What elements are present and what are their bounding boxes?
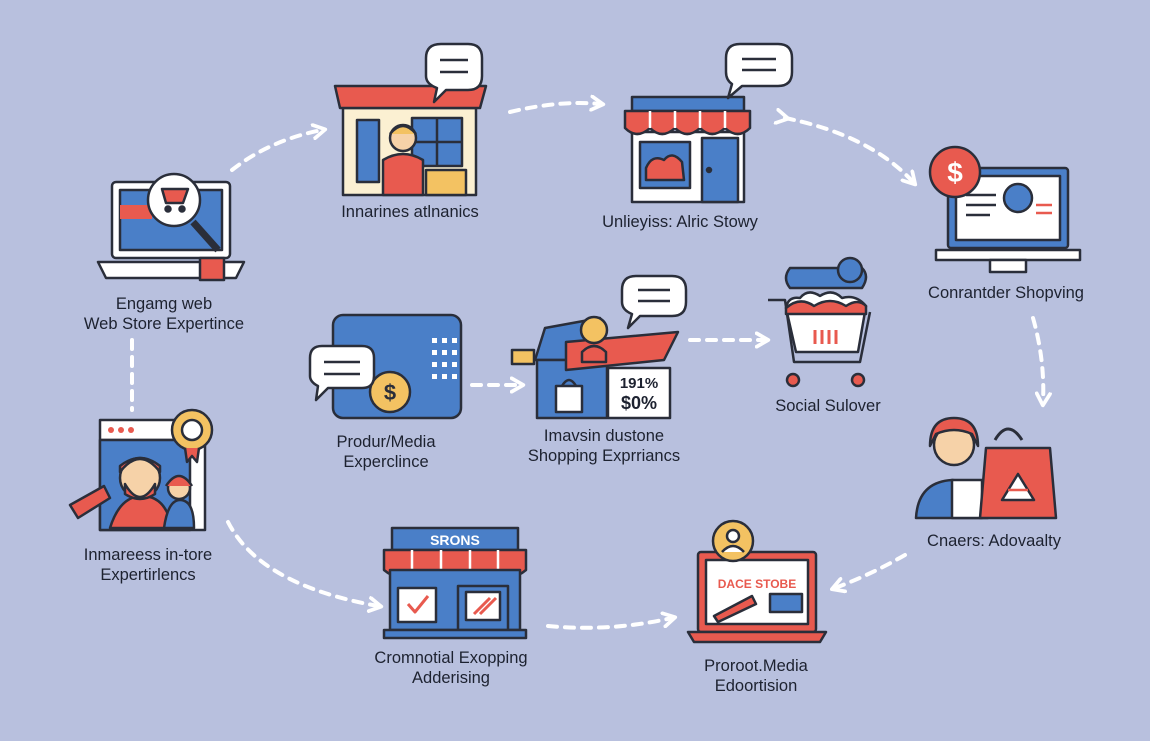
promo-sign-text: SRONS: [430, 532, 480, 548]
label-line: Web Store Expertince: [83, 315, 245, 333]
discount-top-text: 191%: [620, 375, 658, 392]
media-coin-symbol: $: [384, 380, 396, 405]
label-storefront-staff: Innarines atlnanics: [304, 202, 516, 222]
label-line: Conrantder Shopving: [928, 284, 1084, 302]
label-line: Expertirlencs: [100, 566, 196, 584]
ad-banner-text: DACE STOBE: [718, 577, 796, 591]
shopping-cart-icon: [768, 256, 872, 388]
label-line: Cromnotial Exopping: [374, 649, 528, 667]
arrow-storefront-to-awning: [508, 103, 600, 114]
label-line: Experclince: [343, 453, 429, 471]
label-social-cart: Social Sulover: [722, 396, 934, 416]
awning-shop-icon: [623, 42, 794, 204]
label-line: Inmareess in-tore: [83, 546, 213, 564]
label-product-media-ad: Proroot.Media Edoortision: [650, 656, 862, 696]
dollar-symbol: $: [947, 157, 963, 188]
label-consumer-shopping: Conrantder Shopving: [900, 283, 1112, 303]
customer-bag-icon: [914, 416, 1058, 520]
label-line: Social Sulover: [775, 397, 881, 415]
laptop-ad-icon: [686, 519, 828, 644]
label-awning-shop: Unlieyiss: Alric Stowy: [574, 212, 786, 232]
arrow-advocacy-to-ad: [835, 553, 907, 588]
label-line: Proroot.Media: [704, 657, 808, 675]
label-product-media: Produr/Media Experclince: [280, 432, 492, 472]
label-line: Adderising: [412, 669, 490, 687]
label-immersive-store: Imavsin dustone Shopping Exprriancs: [488, 426, 720, 466]
promo-shop-icon: [382, 526, 528, 640]
laptop-magnifier-cart-icon: [96, 172, 246, 282]
discount-store-icon: [510, 274, 688, 420]
label-line: Cnaers: Adovaalty: [927, 532, 1061, 550]
storefront-clerk-icon: [333, 42, 488, 197]
label-promotional-shop: Cromnotial Exopping Adderising: [340, 648, 562, 688]
arrow-awning-consumer: [785, 118, 913, 182]
label-line: Imavsin dustone: [543, 427, 665, 445]
label-instore-experience: Inmareess in-tore Expertirlencs: [42, 545, 254, 585]
discount-bottom-text: $0%: [621, 393, 657, 413]
arrow-instore-to-promo: [226, 520, 378, 606]
label-customer-advocacy: Cnaers: Adovaalty: [888, 531, 1100, 551]
label-line: Shopping Exprriancs: [527, 447, 681, 465]
arrow-promo-to-ad: [546, 618, 672, 630]
label-line: Produr/Media: [336, 433, 436, 451]
label-line: Innarines atlnanics: [341, 203, 479, 221]
label-line: Unlieyiss: Alric Stowy: [602, 213, 758, 231]
laptop-dollar-icon: [928, 145, 1082, 274]
connectors: [130, 103, 1043, 630]
media-device-icon: [308, 313, 463, 420]
label-line: Engamg web: [115, 295, 213, 313]
arrow-consumer-down: [1031, 316, 1043, 402]
browser-people-icon: [68, 408, 214, 532]
arrow-web-to-storefront: [230, 130, 322, 172]
label-web-store: Engamg web Web Store Expertince: [58, 294, 270, 334]
label-line: Edoortision: [714, 677, 798, 695]
